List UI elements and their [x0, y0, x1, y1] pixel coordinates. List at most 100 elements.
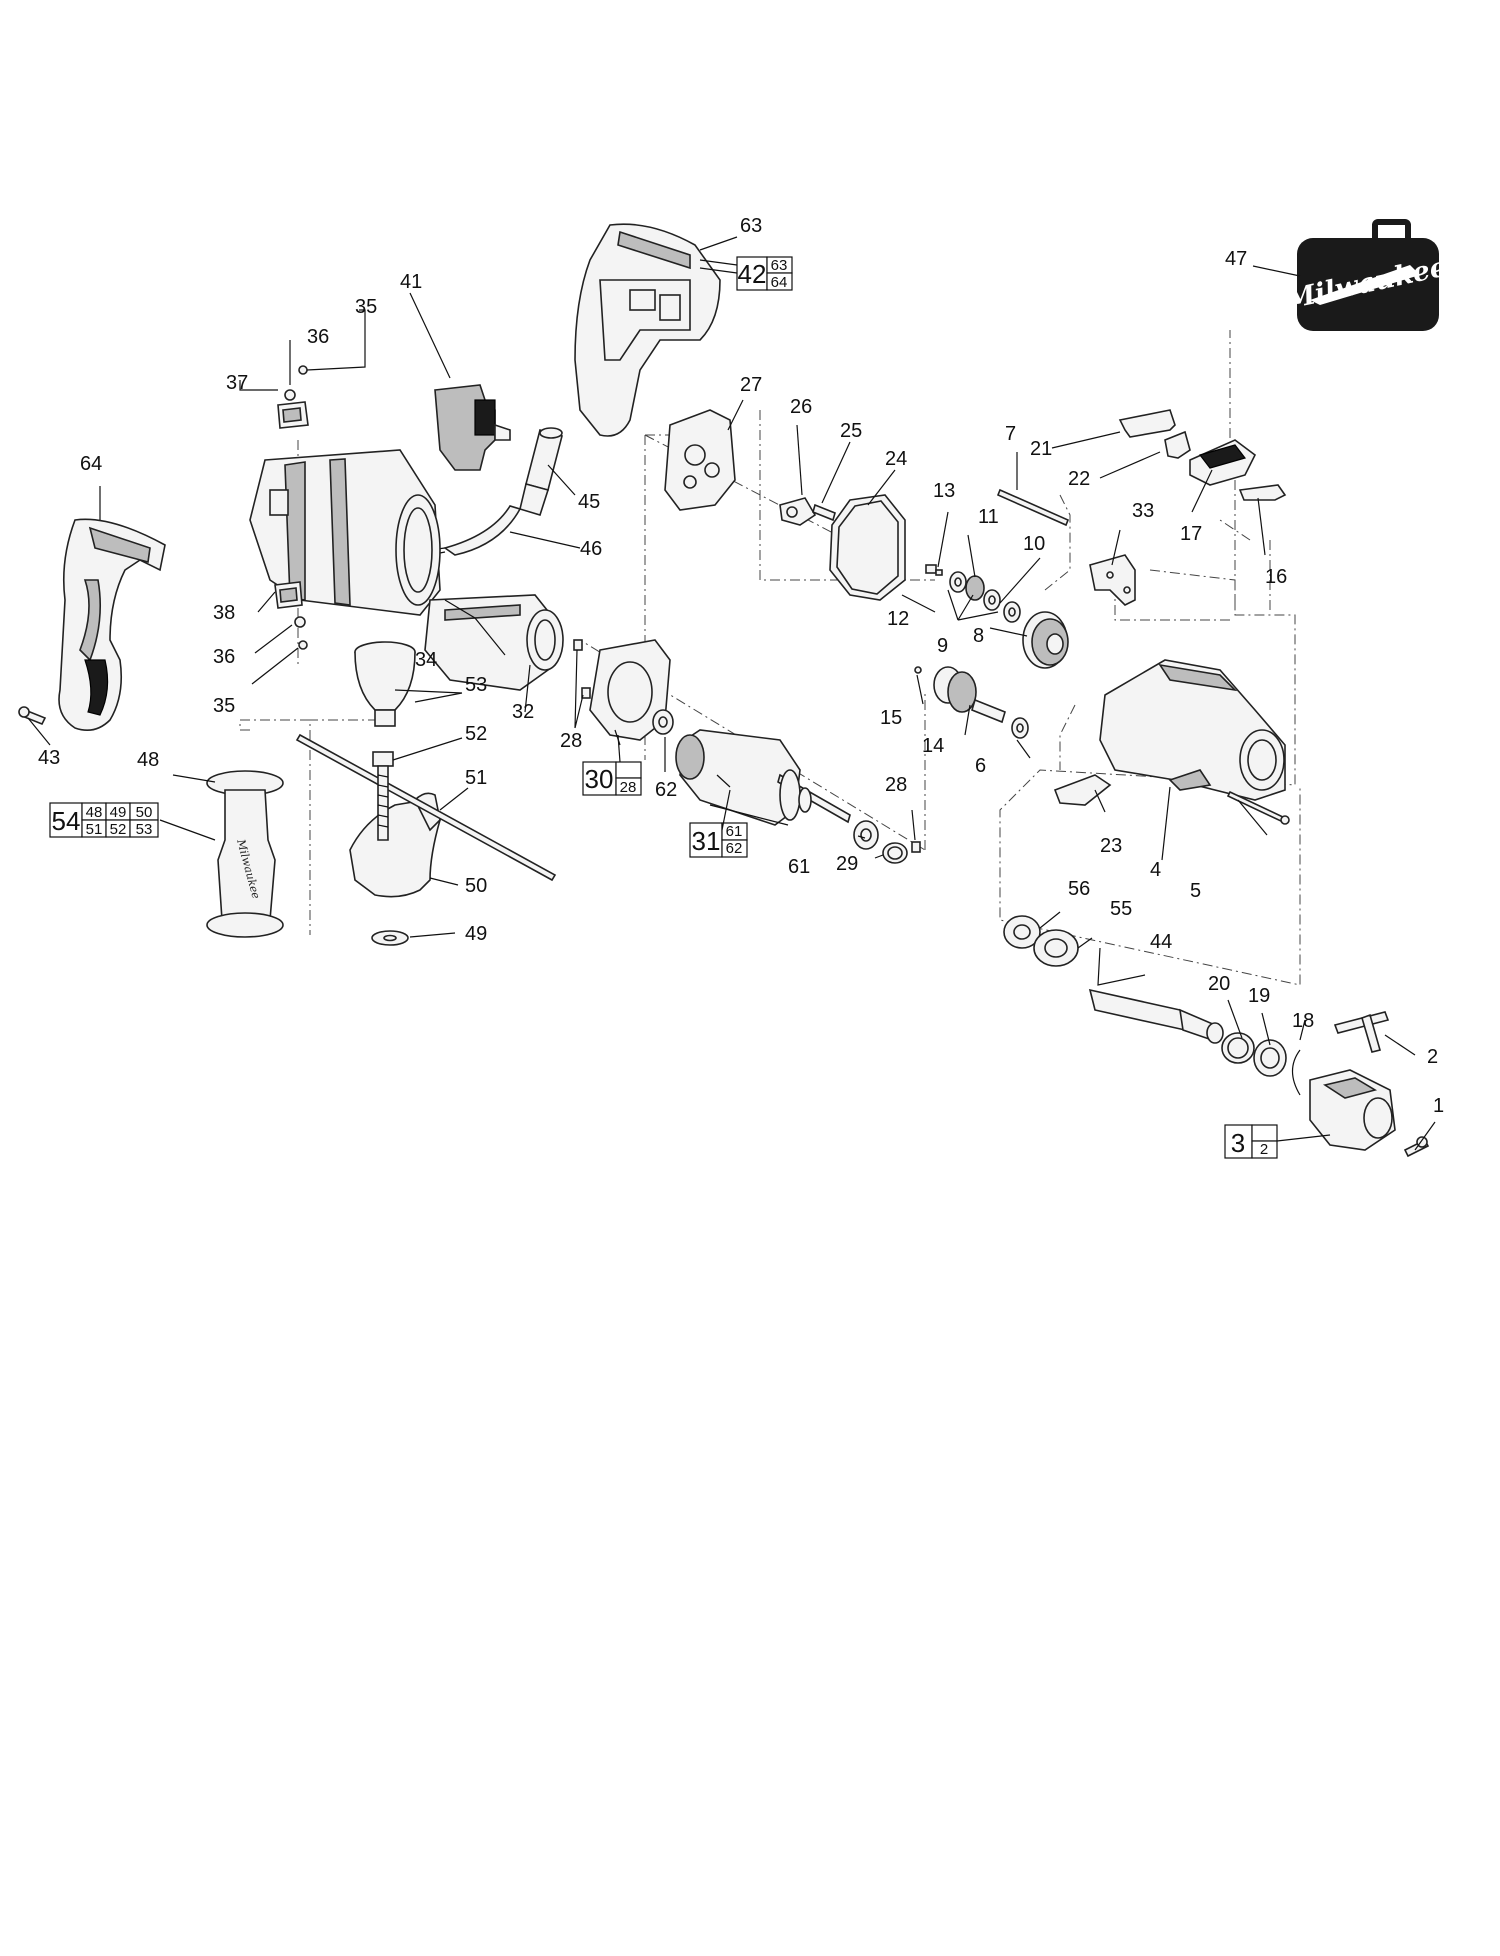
gasket-part	[829, 494, 906, 601]
part-label: 45	[578, 491, 600, 513]
part-label: 23	[1100, 835, 1122, 857]
large-gear-part	[1022, 611, 1069, 669]
part-label: 13	[933, 480, 955, 502]
spring-clip-part	[1118, 409, 1176, 438]
rear-handle-part	[58, 518, 166, 731]
part-label: 10	[1023, 533, 1045, 555]
part-label: 53	[465, 674, 487, 696]
chuck-part	[1309, 1069, 1396, 1151]
gear-plate-part	[664, 409, 736, 511]
part-label: 16	[1265, 566, 1287, 588]
spindle-rings-part	[1221, 1032, 1301, 1096]
kit-sub-number: 62	[726, 840, 743, 857]
part-label: 19	[1248, 985, 1270, 1007]
chuck-key-part	[1333, 1011, 1390, 1053]
kit-sub-number: 28	[620, 779, 637, 796]
part-label: 1	[1433, 1095, 1444, 1117]
spring-part	[573, 639, 591, 699]
part-label: 33	[1132, 500, 1154, 522]
long-screw-part	[1226, 790, 1290, 825]
armature-part	[675, 729, 851, 826]
part-label: 37	[226, 372, 248, 394]
leader-lines	[27, 236, 1436, 1151]
kit-sub-number: 63	[771, 257, 788, 274]
part-label: 26	[790, 396, 812, 418]
lever-part	[1164, 430, 1191, 459]
small-gear-part	[914, 666, 1029, 739]
clamp-band-part	[354, 641, 416, 727]
part-label: 55	[1110, 898, 1132, 920]
kit-main-number: 42	[738, 259, 767, 289]
part-label: 11	[978, 506, 999, 528]
kit-box-31: 31 61 62	[689, 822, 748, 858]
brush-holder-bottom-part	[274, 581, 308, 650]
kit-sub-number: 50	[136, 804, 153, 821]
washer-part	[371, 930, 409, 946]
selector-spring-part	[1238, 484, 1287, 501]
part-label: 18	[1292, 1010, 1314, 1032]
side-handle-part: Milwaukee	[206, 770, 284, 938]
part-label: 24	[885, 448, 907, 470]
brush-holder-top-part	[277, 365, 309, 429]
kit-box-54: 54 48 49 50 51 52 53	[49, 802, 159, 838]
part-label: 2	[1427, 1046, 1438, 1068]
switch-part	[434, 384, 511, 471]
slider-part	[1053, 774, 1112, 806]
kit-main-number: 3	[1231, 1128, 1245, 1158]
part-label: 15	[880, 707, 902, 729]
kit-sub-number: 61	[726, 823, 743, 840]
part-label: 17	[1180, 523, 1202, 545]
selector-knob-part	[1189, 439, 1257, 486]
retaining-ring-part	[882, 842, 908, 864]
cord-protector-part	[519, 427, 563, 516]
kit-sub-number: 51	[86, 821, 103, 838]
kit-sub-number: 48	[86, 804, 103, 821]
part-label: 56	[1068, 878, 1090, 900]
kit-leaders	[617, 267, 1331, 1142]
part-label: 46	[580, 538, 602, 560]
part-label: 63	[740, 215, 762, 237]
part-label: 48	[137, 749, 159, 771]
kit-box-30: 30 28	[582, 761, 642, 796]
part-label: 52	[465, 723, 487, 745]
part-label: 4	[1150, 859, 1161, 881]
carrying-case-logo: Milwaukee	[1282, 219, 1450, 331]
bracket-part	[1089, 554, 1136, 606]
part-label: 50	[465, 875, 487, 897]
bearing-part	[853, 820, 879, 850]
part-label: 25	[840, 420, 862, 442]
part-label: 22	[1068, 468, 1090, 490]
part-label: 20	[1208, 973, 1230, 995]
part-label: 35	[355, 296, 377, 318]
part-label: 7	[1005, 423, 1016, 445]
screw-part	[18, 706, 47, 726]
washer-stack-part	[949, 571, 1021, 623]
part-labels: 1 2 4 5 6 7 8 9 10 11 12 13 14 15 16 17 …	[38, 215, 1444, 1117]
kit-main-number: 54	[52, 806, 81, 836]
part-label: 41	[400, 271, 422, 293]
part-label: 6	[975, 755, 986, 777]
depth-rod-part	[295, 733, 557, 882]
kit-main-number: 31	[692, 826, 721, 856]
part-label: 51	[465, 767, 487, 789]
part-label: 27	[740, 374, 762, 396]
kit-sub-number: 53	[136, 821, 153, 838]
housing-cover-part	[574, 223, 721, 437]
gear-case-part	[1099, 659, 1286, 801]
part-label: 36	[307, 326, 329, 348]
part-label: 43	[38, 747, 60, 769]
kit-box-3: 3 2	[1224, 1124, 1278, 1159]
part-label: 9	[937, 635, 948, 657]
part-label: 47	[1225, 248, 1247, 270]
part-label: 14	[922, 735, 944, 757]
baffle-part	[589, 639, 671, 741]
armature-washer-part	[652, 709, 674, 735]
kit-box-42: 42 63 64	[736, 256, 793, 291]
part-label: 36	[213, 646, 235, 668]
bolt-part	[372, 751, 394, 841]
part-label: 38	[213, 602, 235, 624]
part-label: 64	[80, 453, 102, 475]
part-label: 5	[1190, 880, 1201, 902]
field-part	[424, 594, 564, 691]
